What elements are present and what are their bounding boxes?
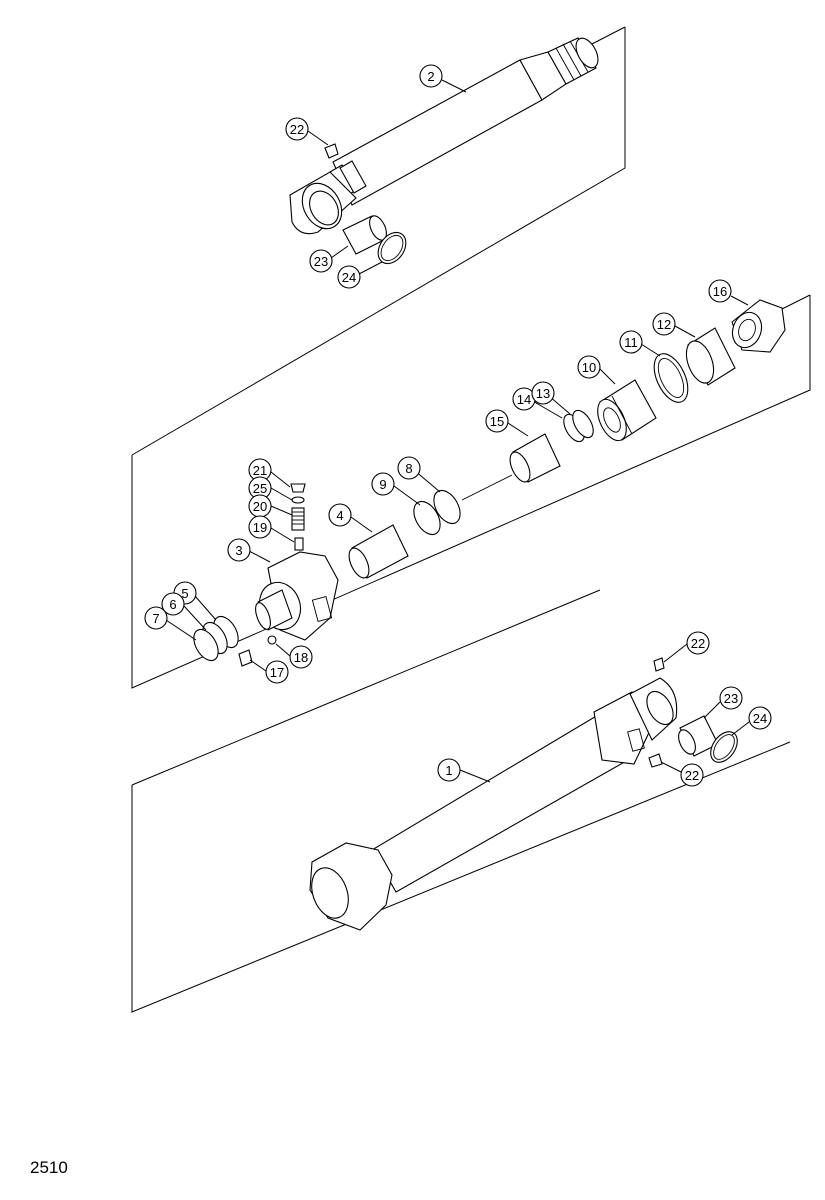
callout-label: 13 bbox=[536, 386, 550, 401]
callout-label: 11 bbox=[624, 335, 638, 350]
callout-label: 23 bbox=[314, 254, 328, 269]
bushing-4 bbox=[348, 524, 409, 579]
callout-label: 14 bbox=[517, 392, 531, 407]
callout-22: 22 bbox=[285, 117, 309, 141]
callout-label: 21 bbox=[253, 463, 267, 478]
piston-ring-11 bbox=[653, 353, 689, 403]
cylinder-tube bbox=[309, 657, 678, 931]
callout-label: 9 bbox=[379, 477, 386, 492]
callout-label: 19 bbox=[253, 520, 267, 535]
callout-21: 21 bbox=[248, 458, 272, 482]
callout-22: 22 bbox=[686, 631, 710, 655]
callout-2: 2 bbox=[419, 64, 443, 88]
callout-label: 20 bbox=[253, 499, 267, 514]
callout-24: 24 bbox=[748, 706, 772, 730]
callout-label: 7 bbox=[152, 611, 159, 626]
callout-25: 25 bbox=[248, 476, 272, 500]
rings-5-6-7 bbox=[193, 615, 239, 662]
callout-18: 18 bbox=[289, 645, 313, 669]
axis-line-middle bbox=[461, 474, 513, 501]
callout-15: 15 bbox=[485, 409, 509, 433]
callout-12: 12 bbox=[652, 312, 676, 336]
piston bbox=[597, 379, 657, 442]
callout-19: 19 bbox=[248, 515, 272, 539]
callout-label: 12 bbox=[657, 317, 671, 332]
callout-label: 4 bbox=[336, 508, 343, 523]
bushing-bottom bbox=[678, 715, 719, 757]
nut bbox=[731, 299, 786, 353]
callout-4: 4 bbox=[328, 503, 352, 527]
cylinder-head bbox=[255, 551, 339, 641]
valve-stack bbox=[290, 483, 306, 551]
callout-label: 5 bbox=[181, 586, 188, 601]
callout-8: 8 bbox=[397, 456, 421, 480]
callout-23: 23 bbox=[309, 249, 333, 273]
callout-6: 6 bbox=[161, 592, 185, 616]
rings-13-14 bbox=[563, 409, 594, 443]
callout-13: 13 bbox=[531, 381, 555, 405]
callout-label: 2 bbox=[427, 69, 434, 84]
cushion-sleeve bbox=[685, 327, 736, 386]
callout-label: 1 bbox=[445, 763, 452, 778]
callout-14: 14 bbox=[512, 387, 536, 411]
callout-23: 23 bbox=[719, 686, 743, 710]
callout-20: 20 bbox=[248, 494, 272, 518]
callout-label: 8 bbox=[405, 461, 412, 476]
frame-bottom-group bbox=[131, 589, 791, 1013]
callout-label: 25 bbox=[253, 481, 267, 496]
o-ring-18 bbox=[267, 635, 277, 645]
callout-label: 22 bbox=[685, 768, 699, 783]
frame-top-group bbox=[131, 26, 626, 456]
ring-bottom bbox=[710, 731, 738, 763]
callout-7: 7 bbox=[144, 606, 168, 630]
leader-lines bbox=[165, 79, 750, 783]
callout-11: 11 bbox=[619, 330, 643, 354]
callout-label: 22 bbox=[290, 122, 304, 137]
callout-label: 24 bbox=[753, 711, 767, 726]
callout-label: 6 bbox=[169, 597, 176, 612]
callout-1: 1 bbox=[437, 758, 461, 782]
callout-label: 24 bbox=[342, 270, 356, 285]
callout-22: 22 bbox=[680, 763, 704, 787]
seal-9 bbox=[413, 500, 441, 536]
callout-24: 24 bbox=[337, 265, 361, 289]
callout-9: 9 bbox=[371, 472, 395, 496]
callout-label: 3 bbox=[235, 543, 242, 558]
callout-17: 17 bbox=[265, 660, 289, 684]
bushing-15 bbox=[509, 433, 561, 483]
plug-17 bbox=[238, 649, 253, 667]
seal-8 bbox=[433, 489, 461, 525]
piston-rod bbox=[289, 37, 599, 235]
callout-label: 17 bbox=[270, 665, 284, 680]
callout-label: 10 bbox=[582, 360, 596, 375]
callout-16: 16 bbox=[708, 279, 732, 303]
page-number: 2510 bbox=[30, 1158, 68, 1177]
callout-label: 18 bbox=[294, 650, 308, 665]
callout-10: 10 bbox=[577, 355, 601, 379]
callout-3: 3 bbox=[227, 538, 251, 562]
callout-label: 16 bbox=[713, 284, 727, 299]
callout-label: 23 bbox=[724, 691, 738, 706]
callout-label: 15 bbox=[490, 414, 504, 429]
ring-top bbox=[377, 231, 407, 265]
callout-label: 22 bbox=[691, 636, 705, 651]
frame-middle-group bbox=[131, 294, 811, 689]
